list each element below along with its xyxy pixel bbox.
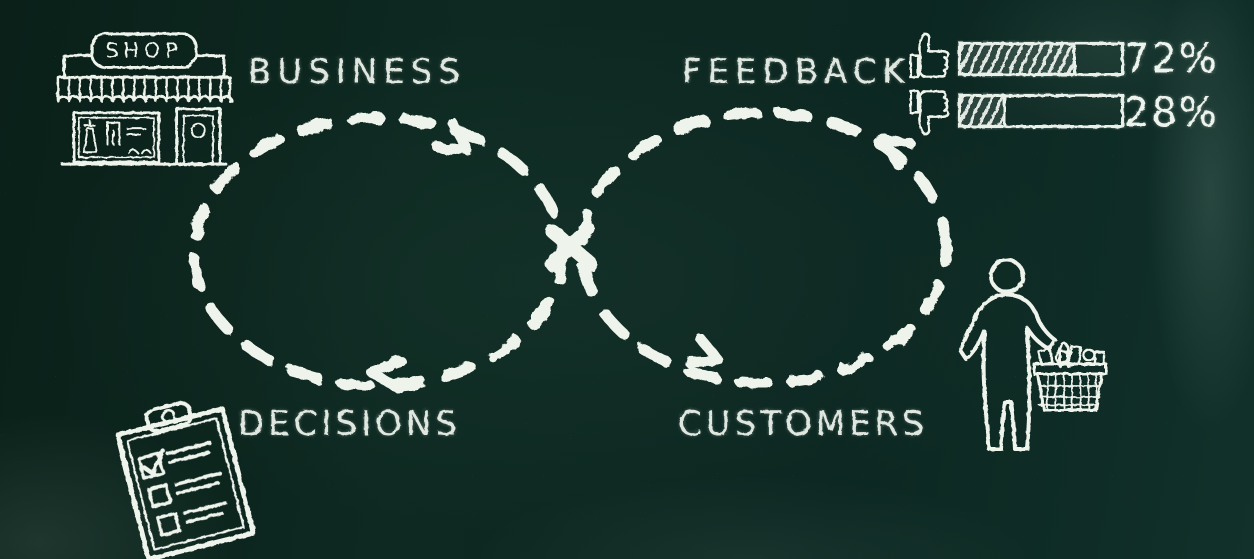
clipboard-icon bbox=[115, 401, 256, 559]
arrow-left-loop-top bbox=[432, 117, 473, 156]
clipboard-clip-ring bbox=[161, 408, 176, 424]
basket-grid bbox=[1038, 375, 1100, 409]
basket-items bbox=[1037, 345, 1106, 367]
thumbs-up-bar bbox=[958, 42, 1124, 76]
customer-with-basket-icon bbox=[958, 258, 1108, 451]
feedback-label: FEEDBACK bbox=[682, 52, 911, 92]
customer-head bbox=[989, 258, 1025, 294]
clipboard-clip bbox=[144, 401, 193, 434]
thumbs-up-percent: 72% bbox=[1124, 36, 1219, 82]
center-cross-icon bbox=[545, 222, 597, 272]
shop-top-band bbox=[62, 54, 226, 79]
window-display-doodles bbox=[82, 119, 152, 155]
shop-icon: SHOP bbox=[56, 32, 234, 166]
awning-stripes bbox=[67, 77, 223, 101]
thumbs-down-bar bbox=[958, 94, 1124, 128]
right-loop bbox=[576, 107, 952, 389]
arrow-left-loop-bottom bbox=[366, 356, 406, 393]
door-window bbox=[190, 122, 207, 139]
shop-sign-board bbox=[90, 32, 198, 69]
thumbs-down-percent: 28% bbox=[1124, 90, 1219, 136]
arrow-right-loop-bottom bbox=[684, 332, 724, 367]
shop-sign-text: SHOP bbox=[105, 39, 182, 63]
thumbs-up-icon bbox=[909, 32, 950, 79]
left-loop bbox=[188, 112, 568, 392]
clipboard-inner bbox=[126, 417, 245, 551]
checklist-rows bbox=[137, 441, 227, 537]
decisions-label: DECISIONS bbox=[238, 404, 461, 444]
shop-window-inner bbox=[77, 116, 155, 159]
customer-body bbox=[958, 292, 1057, 451]
thumbs-down-bar-fill bbox=[961, 97, 1006, 125]
awning-scallops bbox=[56, 95, 234, 103]
shop-window bbox=[72, 111, 161, 164]
arrow-right-loop-top bbox=[877, 133, 916, 170]
shopping-basket bbox=[1032, 341, 1108, 412]
business-label: BUSINESS bbox=[248, 52, 466, 92]
customers-label: CUSTOMERS bbox=[678, 404, 928, 444]
thumbs-down-icon bbox=[909, 89, 950, 136]
thumbs-up-bar-fill bbox=[961, 45, 1077, 73]
